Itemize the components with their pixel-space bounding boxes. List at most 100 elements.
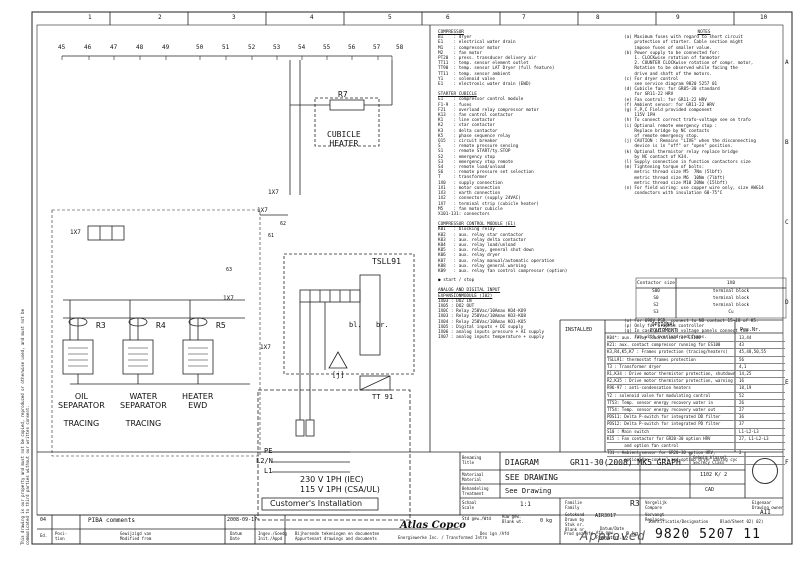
legend-item: 1X0 : supply connection xyxy=(438,180,503,186)
start-stop-note: ● start / stop xyxy=(438,278,475,284)
secrecy-value: 1102 K/ 2 xyxy=(700,472,728,478)
oil-separator-label: OIL SEPARATOR TRACING xyxy=(58,392,105,428)
optional-desc: PDS12: Delta P-switch for integrated PD … xyxy=(607,421,721,427)
compare-label: Vergelijk Compare xyxy=(645,500,667,510)
optional-pos: 45,48,50,55 xyxy=(739,349,767,355)
optional-pos: 13,44 xyxy=(739,335,752,340)
row-letter: B xyxy=(785,139,789,146)
optional-row: Y2 : solenoid valve for modulating contr… xyxy=(607,393,785,400)
designation-label: Identificatie/Designation xyxy=(648,519,709,524)
legend-item: K01 : blocking relay xyxy=(438,227,495,233)
scale-value: 1:1 xyxy=(520,501,531,508)
note-item: (a) Maximum fuses with regard to short c… xyxy=(624,35,743,41)
note-item: 115V 1PH xyxy=(624,113,656,119)
legend-item: IX06 : analog inputs pressure + AI suppl… xyxy=(438,329,545,335)
note-item: (o) For 690V PSR, connect to NO contact … xyxy=(624,319,759,324)
legend-item: F21 : overload relay compressor motor xyxy=(438,107,539,113)
optional-desc: TT53: Temp. sensor energy recovery water… xyxy=(607,399,713,405)
note-item: (j) CAUTION : Remains "LIVE" when the di… xyxy=(624,139,756,145)
x7-label: 1X7 xyxy=(70,229,81,236)
col-num: 8 xyxy=(596,14,600,21)
optional-desc: R2,K35 : Drive motor thermistor protecti… xyxy=(607,378,733,384)
material-label: Materiaal Material xyxy=(462,472,484,482)
optional-pos: 56 xyxy=(739,356,744,362)
compressor-title: COMPRESSOR xyxy=(438,30,464,35)
optional-desc: TT54: Temp. sensor energy recovery water… xyxy=(607,407,716,413)
col-num: 6 xyxy=(446,14,450,21)
bus-number: 57 xyxy=(373,44,381,51)
optional-pos: 4,1 xyxy=(739,363,747,369)
legend-item: 1X7 : terminal strip (cubicle heater) xyxy=(438,201,539,207)
notes-block: NOTES (a) Maximum fuses with regard to s… xyxy=(624,30,784,197)
contactor-header-size: Contactor size xyxy=(637,281,675,286)
legend-item: K09 : aux. relay fan control compressor … xyxy=(438,268,568,274)
notes-title: NOTES xyxy=(697,30,711,35)
note-item: 1. CLOCKwise rotation of fanmotor xyxy=(624,56,720,62)
legend-item: K06 : aux. relay dryer xyxy=(438,253,501,259)
optional-pos xyxy=(737,443,785,449)
prod-label: Prod gez/Afd xyxy=(564,531,593,536)
tsll91-label: TSLL91 xyxy=(372,257,401,266)
contactor-cell: S0 xyxy=(653,296,659,301)
optional-desc: Y2 : solenoid valve for modulating contr… xyxy=(607,392,711,398)
contactor-cell: terminal block xyxy=(712,303,750,308)
bus-number: 54 xyxy=(298,44,306,51)
contactor-cell: terminal block xyxy=(712,296,750,301)
row-letter: F xyxy=(785,459,789,466)
optional-pos: 27, L1-L2-L3 xyxy=(739,435,769,441)
approved-stamp: Approved xyxy=(580,529,646,543)
cubicle-heater-label: CUBICLE HEATER xyxy=(327,130,361,148)
optional-desc: S10 : Main switch xyxy=(607,428,649,434)
analog-title: ANALOG AND DIGITAL INPUT xyxy=(438,288,501,294)
optional-row: K3,R4,K5,K7 : Frames protection (tracing… xyxy=(607,349,785,357)
date-col-label: Datum Date xyxy=(230,531,243,541)
col-num: 4 xyxy=(310,14,314,21)
x7-label: 1X7 xyxy=(223,295,234,302)
revision-r3: R3 xyxy=(630,499,640,508)
optional-row: PDS12: Delta P-switch for integrated PD … xyxy=(607,421,785,429)
heater-ewd-label: HEATER EWD xyxy=(182,392,214,410)
legend-item: K05 : aux. relay, general shut down xyxy=(438,248,534,254)
secrecy-label: Geheim klassel Secrecy Class xyxy=(693,455,727,465)
note-item: (q) In case of 3 or 4 voltage panels con… xyxy=(624,329,749,335)
contactor-cell: Cu xyxy=(728,310,734,315)
legend-item: F1-9 : fuses xyxy=(438,102,472,108)
legend-item: K03 : aux. relay delta contactor xyxy=(438,237,526,243)
note-item: protection of starter. Cable section mig… xyxy=(624,40,743,46)
legend-item: S2 : emergency stop xyxy=(438,154,495,160)
legend-item: IX0C : Relay 250Vac/10Amax KO4-KO9 xyxy=(438,309,526,315)
revision-date: 2008-09-17 xyxy=(227,517,258,523)
note-item: metric thread size M10 20Nm (15lbft) xyxy=(624,180,728,186)
note-item: metric thread size M6 10Nm (7lbft) xyxy=(624,175,725,181)
note-item: fan with overload and fuses. xyxy=(624,334,707,340)
col-num: 2 xyxy=(158,14,162,21)
note-item: for GR11-22 HRV xyxy=(624,92,674,98)
legend-item: K02 : aux. relay star contactor xyxy=(438,232,524,238)
col-num: 10 xyxy=(760,14,768,21)
brand-logo: Atlas Copco xyxy=(400,520,466,531)
legend-item: E1 : electronic water drain (EWD) xyxy=(438,82,532,88)
col-num: 7 xyxy=(522,14,526,21)
module-title: COMPRESSOR CONTROL MODULE (E1) xyxy=(438,222,516,228)
legend-item: K13 : fan control contactor xyxy=(438,113,514,119)
legend-item: TT90 : temp. sensor LAT Dryer (full feat… xyxy=(438,66,555,72)
optional-pos: 16 xyxy=(739,378,744,384)
optional-row: PDS11: Delta P-switch for integrated DD … xyxy=(607,414,785,422)
l1-label: L1 xyxy=(264,467,273,475)
raw-weight-label: Ruw gew. Blank wt. xyxy=(502,514,524,524)
legend-item: S1 : remote START/ty.STOP xyxy=(438,149,511,155)
optional-pos: 2 xyxy=(739,450,742,456)
legend-item: IX07 : analog inputs temperature + suppl… xyxy=(438,335,545,341)
optional-desc: K3,R4,K5,K7 : Frames protection (tracing… xyxy=(607,349,728,355)
brand-sub: Energiewerke Inc. / Transformed Intro xyxy=(398,535,488,540)
material-value: SEE DRAWING xyxy=(505,473,558,482)
legend-item: E1 : compressor control module xyxy=(438,97,524,103)
owner-label: Eigenaar Drawing owner xyxy=(752,500,784,510)
legend-item: K08 : aux. relay general warning xyxy=(438,263,526,269)
analog-subtitle: EXPANSIONMODULE (I02) xyxy=(438,293,493,299)
legend-item: M5 : fan motor cubicle xyxy=(438,206,503,212)
water-separator-label: WATER SEPARATOR TRACING xyxy=(120,392,167,428)
